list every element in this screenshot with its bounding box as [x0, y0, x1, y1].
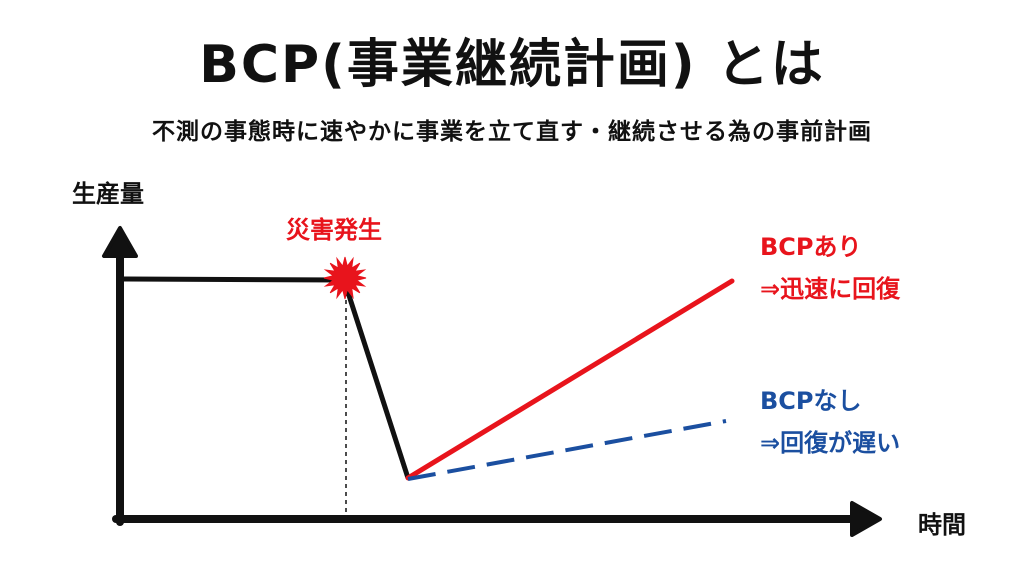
- legend-without-bcp-title: BCPなし: [760, 387, 862, 415]
- without-bcp-line: [407, 419, 727, 481]
- x-axis-arrowhead: [850, 501, 882, 537]
- x-axis-label: 時間: [918, 511, 966, 539]
- disaster-burst-icon: [323, 256, 367, 300]
- page-subtitle: 不測の事態時に速やかに事業を立て直す・継続させる為の事前計画: [152, 119, 872, 145]
- disaster-label: 災害発生: [286, 216, 382, 244]
- y-axis-arrowhead: [102, 226, 138, 258]
- with-bcp-line: [405, 278, 735, 481]
- legend-without-bcp-note: ⇒回復が遅い: [760, 429, 901, 457]
- legend-with-bcp-title: BCPあり: [760, 233, 862, 261]
- y-axis-label: 生産量: [72, 180, 144, 208]
- legend-with-bcp: BCPあり ⇒迅速に回復: [760, 226, 900, 310]
- legend-with-bcp-note: ⇒迅速に回復: [760, 275, 901, 303]
- page-title: BCP(事業継続計画) とは: [199, 35, 825, 95]
- legend-without-bcp: BCPなし ⇒回復が遅い: [760, 380, 900, 464]
- production-line: [121, 276, 411, 479]
